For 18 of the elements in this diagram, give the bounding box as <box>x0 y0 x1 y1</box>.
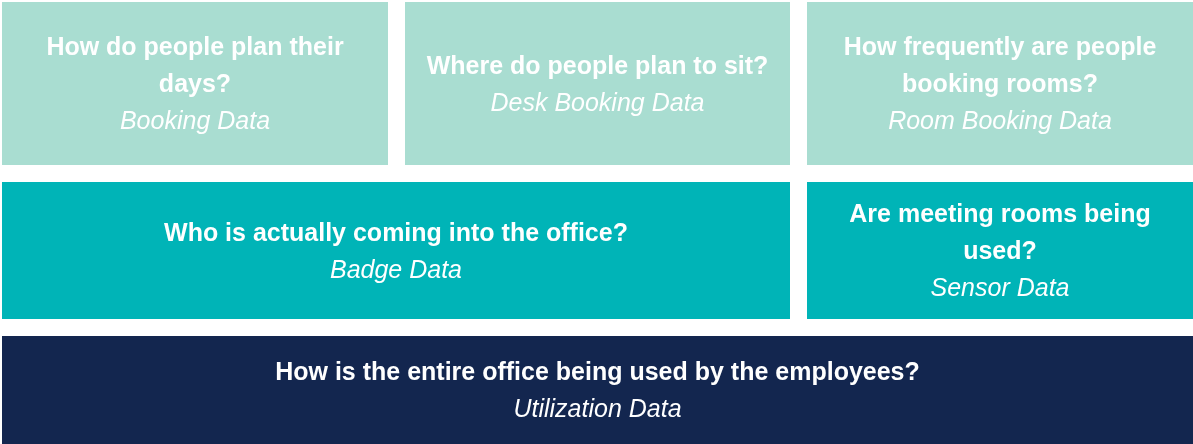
question-box <box>2 2 388 165</box>
question-box <box>2 336 1193 444</box>
data-source-text: Utilization Data <box>513 393 682 424</box>
question-text: Who is actually coming into the office? <box>164 216 628 248</box>
data-source-text: Sensor Data <box>930 272 1070 303</box>
question-box <box>2 182 790 319</box>
question-text: How do people plan their days? <box>45 31 345 99</box>
question-box <box>807 2 1193 165</box>
question-box <box>807 182 1193 319</box>
question-text: Are meeting rooms being used? <box>848 198 1152 266</box>
data-source-text: Desk Booking Data <box>490 86 705 118</box>
data-source-text: Room Booking Data <box>888 105 1112 136</box>
question-text: Where do people plan to sit? <box>426 49 769 81</box>
question-text: How frequently are people booking rooms? <box>842 31 1158 99</box>
question-box <box>405 2 790 165</box>
question-text: How is the entire office being used by the employees? <box>275 356 920 387</box>
data-source-text: Booking Data <box>119 105 271 136</box>
data-source-text: Badge Data <box>329 253 462 285</box>
